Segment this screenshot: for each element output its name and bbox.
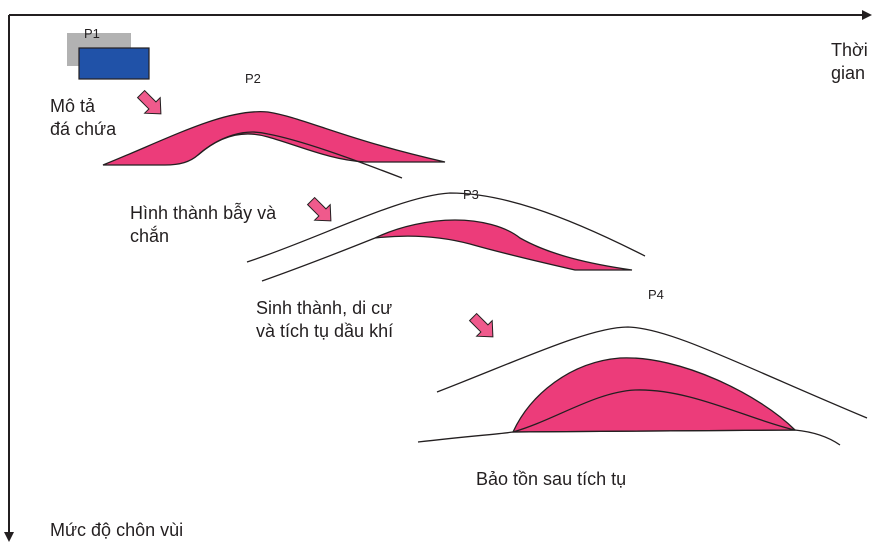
stage-caption-reservoir-description: Mô tả đá chứa xyxy=(50,96,117,139)
stage-caption-trap-and-seal-formation: Hình thành bẫy và chắn xyxy=(130,203,277,246)
transition-arrow-3 xyxy=(468,312,494,338)
p3-accumulation-body xyxy=(374,219,633,271)
p3-upper-seal-line xyxy=(246,192,646,263)
panel-p4-id: P4 xyxy=(648,287,664,302)
burial-depth-axis-label: Mức độ chôn vùi xyxy=(50,520,184,540)
transition-arrow-2 xyxy=(306,196,332,222)
p2-seal-line xyxy=(197,131,403,179)
stage-caption-post-accumulation-preservation: Bảo tồn sau tích tụ xyxy=(476,469,627,489)
p3-lower-seal-line xyxy=(261,237,376,282)
time-axis-label: Thời gian xyxy=(831,40,868,83)
p4-cap-line xyxy=(436,326,868,419)
p4-accumulation-body xyxy=(511,357,797,433)
p1-reservoir-block xyxy=(78,47,150,80)
p2-reservoir-body xyxy=(102,111,446,166)
transition-arrow-1 xyxy=(136,89,162,115)
panel-p3-id: P3 xyxy=(463,187,479,202)
p4-base-line xyxy=(417,429,841,446)
p4-inner-layer-line xyxy=(512,389,796,433)
panel-p2-id: P2 xyxy=(245,71,261,86)
panel-p1-id: P1 xyxy=(84,26,100,41)
stage-caption-generation-migration-accumulation: Sinh thành, di cư và tích tụ dầu khí xyxy=(256,298,394,341)
